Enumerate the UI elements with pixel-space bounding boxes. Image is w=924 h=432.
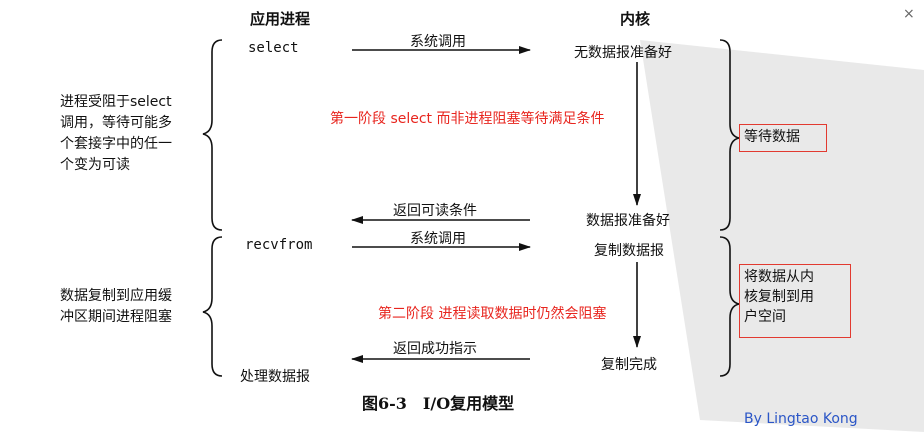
left-brace-phase2 [202,236,223,377]
kernel-datagram-ready: 数据报准备好 [586,213,670,229]
right-note-wait: 等待数据 [744,129,800,145]
kernel-copy-datagram: 复制数据报 [594,243,664,259]
right-note-wait-box: 等待数据 [739,124,827,152]
label-syscall-1: 系统调用 [410,34,466,50]
app-process-datagram: 处理数据报 [240,369,310,385]
annotation-phase2: 第二阶段 进程读取数据时仍然会阻塞 [378,306,607,322]
left-note-phase2: 数据复制到应用缓 冲区期间进程阻塞 [60,288,172,325]
kernel-copy-done: 复制完成 [601,357,657,373]
annotation-phase1: 第一阶段 select 而非进程阻塞等待满足条件 [330,111,605,127]
label-syscall-2: 系统调用 [410,231,466,247]
header-kernel: 内核 [620,10,651,28]
label-return-success: 返回成功指示 [393,341,477,357]
left-note-phase1: 进程受阻于select 调用，等待可能多 个套接字中的任一 个变为可读 [60,94,172,173]
author-credit: By Lingtao Kong [744,411,858,427]
app-select: select [248,40,299,56]
label-return-readable: 返回可读条件 [393,203,477,219]
header-app-process: 应用进程 [250,10,311,28]
kernel-no-datagram: 无数据报准备好 [574,45,672,61]
close-icon[interactable]: × [903,6,915,22]
app-recvfrom: recvfrom [245,237,313,253]
watermark-seal [640,40,924,432]
right-note-copy-box: 将数据从内 核复制到用 户空间 [739,264,851,338]
left-brace-phase1 [202,39,223,231]
figure-caption: 图6-3 I/O复用模型 [362,394,515,413]
